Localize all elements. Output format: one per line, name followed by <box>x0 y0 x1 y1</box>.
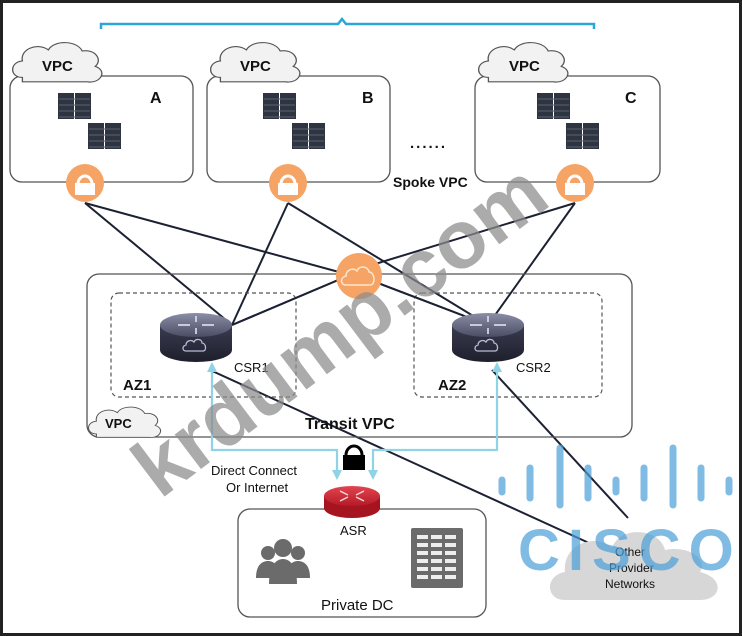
private-dc-label: Private DC <box>321 597 394 614</box>
data-center-building-icon <box>411 528 463 588</box>
diagram-canvas: VPC A VPC B ...... Spoke VPC VPC C <box>9 16 739 618</box>
arrow-up-csr2 <box>492 362 502 372</box>
csr2-label: CSR2 <box>516 360 551 375</box>
more-spokes-ellipsis: ...... <box>410 135 447 152</box>
vpn-lock-icon-a <box>66 164 104 202</box>
tunnel-line <box>84 202 351 276</box>
arrow-down-asr <box>368 470 378 480</box>
other-networks-line1: Other <box>615 545 645 559</box>
spoke-group-bracket <box>99 16 596 29</box>
spoke-name: A <box>150 90 162 107</box>
tunnel-line <box>209 369 601 549</box>
tunnel-line <box>84 202 233 326</box>
csr1-label: CSR1 <box>234 360 269 375</box>
asr-router-icon <box>324 486 380 518</box>
other-networks-line3: Networks <box>605 577 655 591</box>
other-networks-line2: Provider <box>609 561 654 575</box>
cisco-wordmark: CISCO <box>518 518 739 583</box>
tunnel-line <box>231 202 289 326</box>
arrow-up-csr1 <box>207 362 217 372</box>
transit-vpc-label: Transit VPC <box>305 416 395 433</box>
other-provider-networks-cloud <box>550 532 718 600</box>
spoke-name: B <box>362 90 374 107</box>
tunnel-line <box>361 202 576 269</box>
tunnel-line <box>487 202 576 326</box>
spoke-vpc-b: VPC B <box>206 41 391 183</box>
users-icon <box>256 539 310 584</box>
transit-vpc-cloud-label: VPC <box>105 416 132 431</box>
vpc-cloud-label: VPC <box>42 58 73 75</box>
direct-connect-label: Direct Connect <box>211 463 297 478</box>
tunnel-line <box>287 202 489 326</box>
az1-zone <box>110 292 297 398</box>
cisco-logo-watermark: CISCO <box>498 444 739 583</box>
transit-vpc-cloud-icon: VPC <box>88 406 162 439</box>
spoke-name: C <box>625 90 637 107</box>
az1-label: AZ1 <box>123 377 151 394</box>
spoke-vpc-a: VPC A <box>9 41 194 183</box>
csr2-router-icon <box>452 313 524 362</box>
vpn-lock-icon-b <box>269 164 307 202</box>
spoke-vpc-c: VPC C <box>474 41 661 183</box>
arrow-down-asr <box>332 470 342 480</box>
vpn-lock-icon-c <box>556 164 594 202</box>
spoke-vpc-label: Spoke VPC <box>393 174 468 190</box>
asr-label: ASR <box>340 523 367 538</box>
csr1-router-icon <box>160 313 232 362</box>
az2-label: AZ2 <box>438 377 466 394</box>
vpc-cloud-label: VPC <box>509 58 540 75</box>
az2-zone <box>413 292 603 398</box>
vpc-cloud-label: VPC <box>240 58 271 75</box>
encryption-lock-icon <box>343 444 365 470</box>
vpn-cloud-icon <box>336 253 382 299</box>
direct-connect-paths <box>210 368 499 474</box>
internet-label: Or Internet <box>226 480 289 495</box>
tunnel-line <box>491 369 629 519</box>
